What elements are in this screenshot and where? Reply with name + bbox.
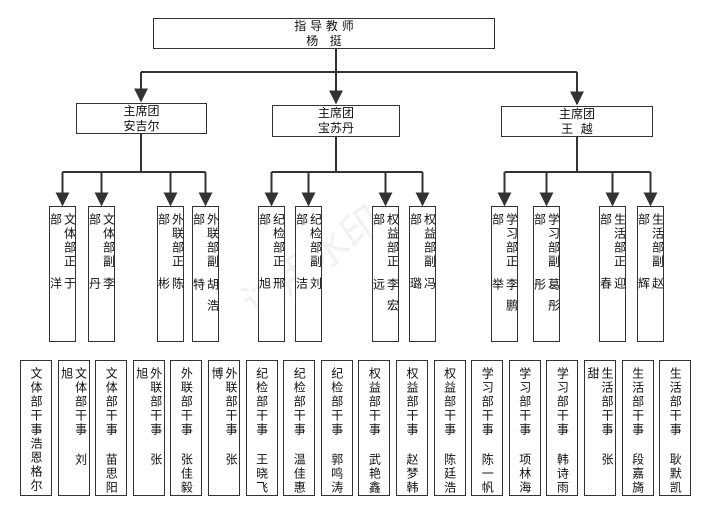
member-box: 生活部干事 耿默凯: [659, 360, 692, 496]
group-title: 主席团: [558, 106, 595, 121]
leader-role: 生活部正部: [598, 213, 627, 269]
group-name: 宝苏丹: [317, 121, 354, 135]
member-label: 生活部干事 段嘉旖: [630, 367, 645, 495]
group-box-3: 主席团 王 越: [501, 106, 653, 137]
member-box: 权益部干事 武艳鑫: [358, 360, 391, 496]
leader-role: 权益部副部: [408, 213, 437, 269]
member-label: 纪检部干事 温佳惠: [292, 367, 307, 495]
leader-name: 李宏远: [371, 278, 400, 321]
member-box: 学习部干事 陈一帆: [471, 360, 504, 496]
leader-box: 权益部正部李宏远: [371, 206, 400, 342]
member-label: 纪检部干事 郭鸣涛: [329, 367, 344, 495]
member-label: 学习部干事 陈一帆: [480, 367, 495, 495]
leader-name: 赵 辉: [636, 277, 665, 299]
member-box: 纪检部干事 温佳惠: [283, 360, 316, 496]
root-name: 杨 挺: [306, 33, 342, 48]
root-box: 指 导 教 师 杨 挺: [153, 18, 495, 49]
leader-box: 权益部副部冯 璐: [408, 206, 437, 342]
leader-box: 学习部正部李鹏举: [490, 206, 519, 342]
member-label: 文体部干事 刘 旭: [59, 367, 88, 467]
member-box: 纪检部干事 郭鸣涛: [320, 360, 353, 496]
leader-name: 葛彤彤: [532, 278, 561, 321]
member-box: 纪检部干事 王晓飞: [245, 360, 278, 496]
member-label: 纪检部干事 王晓飞: [254, 367, 269, 495]
member-label: 生活部干事 耿默凯: [668, 367, 683, 495]
member-label: 学习部干事 韩诗雨: [555, 367, 570, 495]
leader-role: 文体部正部: [48, 213, 77, 269]
member-label: 文体部干事 苗思阳: [104, 367, 119, 495]
leader-role: 纪检部正部: [257, 213, 286, 269]
root-title: 指 导 教 师: [294, 18, 354, 33]
leader-role: 文体部副部: [87, 213, 116, 269]
group-title: 主席团: [317, 106, 354, 120]
member-box: 文体部干事 苗思阳: [95, 360, 128, 496]
leader-box: 纪检部正部邢 旭: [257, 206, 286, 342]
group-title: 主席团: [123, 103, 160, 118]
member-box: 生活部干事 段嘉旖: [621, 360, 654, 496]
member-box: 权益部干事 赵梦韩: [396, 360, 428, 496]
leader-box: 纪检部副部刘 洁: [294, 206, 323, 342]
leader-box: 学习部副部葛彤彤: [532, 206, 561, 342]
member-label: 权益部干事 陈廷浩: [442, 367, 457, 495]
leader-role: 学习部副部: [532, 213, 561, 269]
leader-box: 文体部正部于 洋: [48, 206, 77, 342]
member-box: 文体部干事浩恩格尔: [20, 360, 52, 496]
member-box: 权益部干事 陈廷浩: [433, 360, 466, 496]
member-box: 生活部干事 张 甜: [584, 360, 616, 496]
leader-name: 李鹏举: [490, 278, 519, 321]
member-label: 外联部干事 张 旭: [134, 367, 163, 467]
member-label: 权益部干事 武艳鑫: [367, 367, 382, 495]
member-label: 权益部干事 赵梦韩: [405, 367, 419, 495]
group-box-2: 主席团 宝苏丹: [272, 105, 400, 137]
member-box: 学习部干事 项林海: [508, 360, 541, 496]
member-box: 文体部干事 刘 旭: [57, 360, 90, 496]
leader-box: 外联部副部胡浩特: [191, 206, 220, 342]
leader-role: 外联部副部: [191, 213, 220, 269]
leader-name: 李 丹: [87, 277, 116, 299]
member-label: 生活部干事 张 甜: [586, 367, 614, 467]
leader-role: 生活部副部: [636, 213, 665, 269]
group-name: 安吉尔: [123, 118, 160, 133]
member-label: 文体部干事浩恩格尔: [29, 367, 43, 493]
member-box: 外联部干事 张 博: [208, 360, 240, 496]
leader-box: 生活部正部迎 春: [598, 206, 627, 342]
member-label: 学习部干事 项林海: [517, 367, 532, 495]
leader-box: 文体部副部李 丹: [87, 206, 116, 342]
member-box: 外联部干事 张 旭: [132, 360, 165, 496]
leader-box: 生活部副部赵 辉: [636, 206, 665, 342]
member-box: 学习部干事 韩诗雨: [546, 360, 579, 496]
leader-role: 学习部正部: [490, 213, 519, 269]
member-label: 外联部干事 张佳毅: [179, 367, 194, 495]
leader-name: 邢 旭: [257, 277, 286, 299]
group-box-1: 主席团 安吉尔: [76, 103, 207, 134]
leader-name: 胡浩特: [191, 278, 220, 321]
leader-box: 外联部正部陈 彬: [156, 206, 185, 342]
group-name: 王 越: [561, 121, 593, 136]
leader-name: 于 洋: [48, 277, 77, 299]
leader-name: 刘 洁: [294, 277, 323, 299]
leader-role: 纪检部副部: [294, 213, 323, 269]
leader-name: 迎 春: [598, 277, 627, 299]
member-box: 外联部干事 张佳毅: [170, 360, 203, 496]
leader-role: 权益部正部: [371, 213, 400, 269]
leader-role: 外联部正部: [156, 213, 185, 269]
leader-name: 冯 璐: [408, 277, 437, 299]
member-label: 外联部干事 张 博: [210, 367, 238, 467]
leader-name: 陈 彬: [156, 277, 185, 299]
